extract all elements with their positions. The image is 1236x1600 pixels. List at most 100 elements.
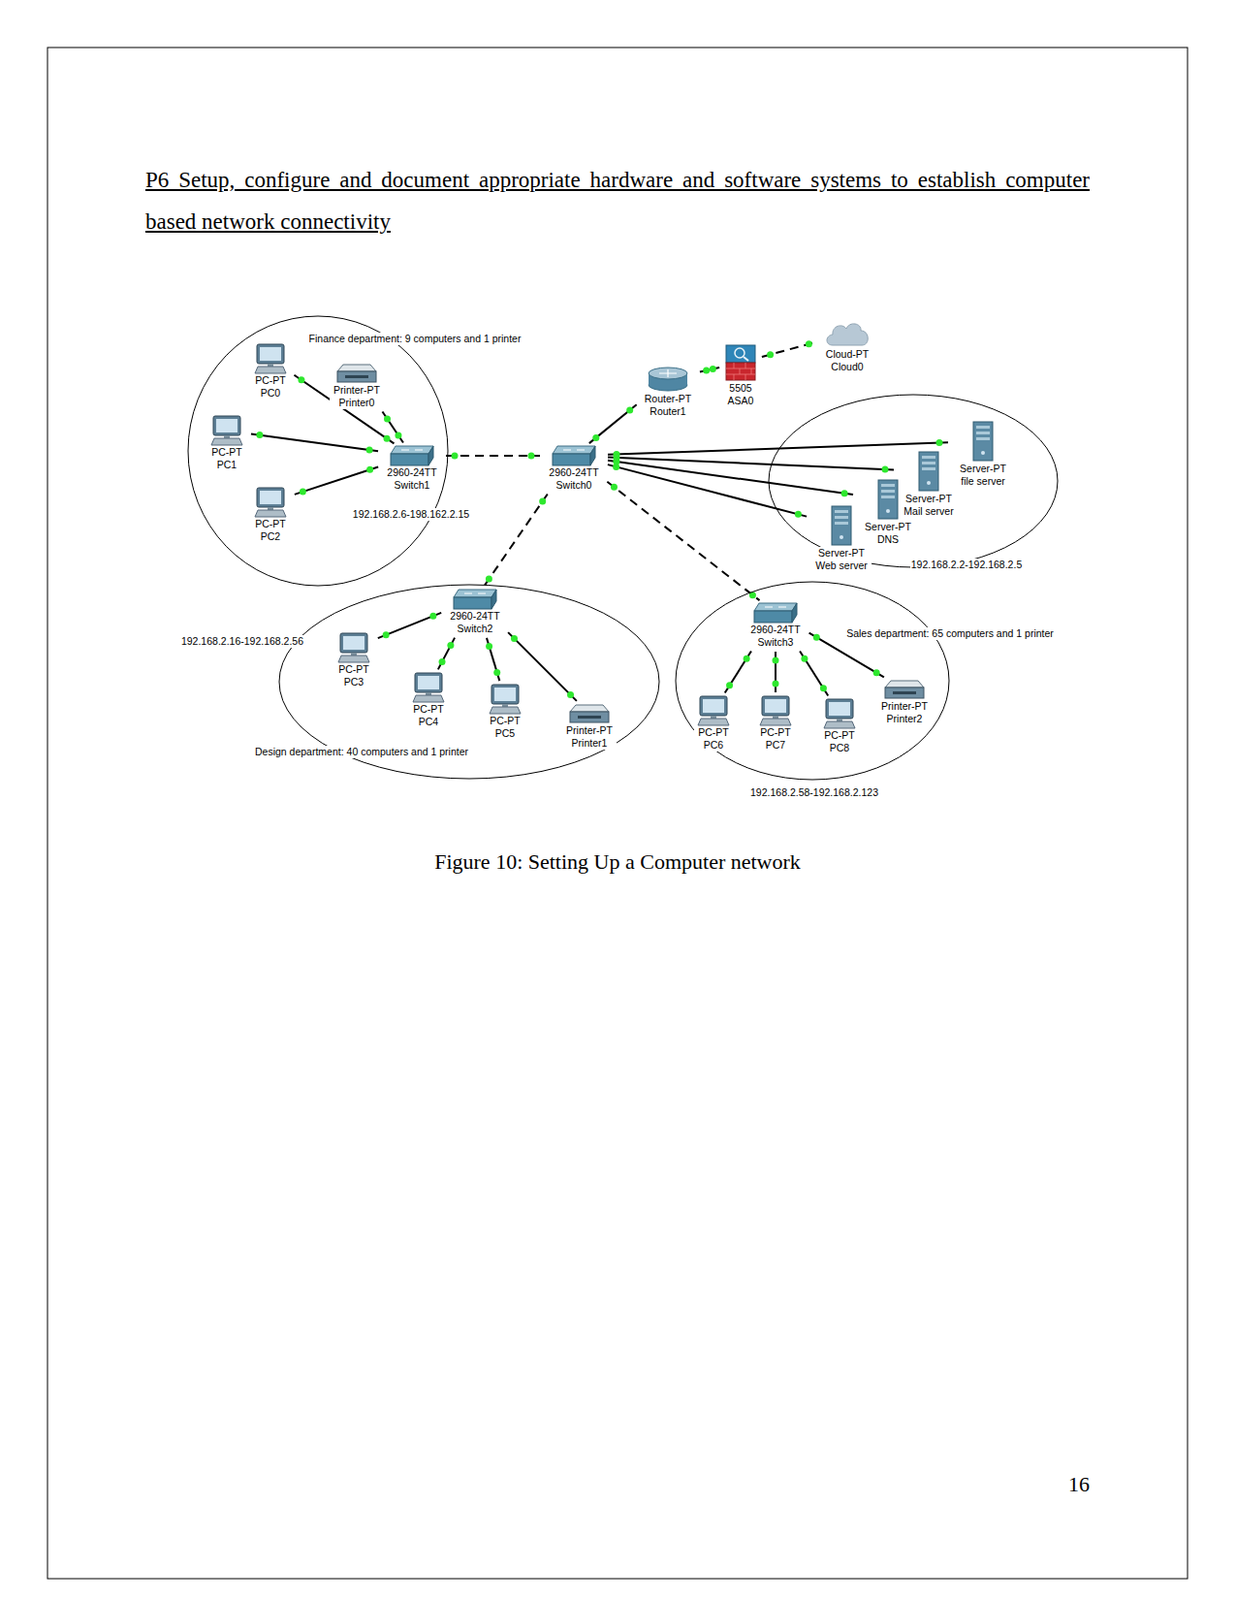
device-label: Server-PT file server <box>952 462 1014 488</box>
link-light <box>297 376 305 383</box>
pc-icon-part <box>494 687 516 701</box>
printer-icon <box>335 362 379 384</box>
server-icon-part <box>921 461 936 465</box>
printer-icon-part <box>892 691 917 695</box>
network-link <box>486 637 500 681</box>
server-icon-part <box>921 467 936 471</box>
device-node: PC-PT PC6 <box>692 695 735 752</box>
switch-icon-part <box>563 448 585 450</box>
link-light <box>800 655 808 663</box>
zone-ellipse <box>188 316 448 586</box>
server-icon-part <box>839 535 844 539</box>
device-node: 2960-24TT Switch2 <box>443 588 507 635</box>
router-icon-part <box>648 367 688 380</box>
pc-icon <box>210 414 244 446</box>
device-label: Cloud-PT Cloud0 <box>822 348 873 374</box>
switch-icon-part <box>754 602 797 611</box>
asa-icon-part <box>726 362 756 381</box>
device-label: 2960-24TT Switch1 <box>382 466 442 492</box>
server-icon-part <box>976 437 990 441</box>
page-number: 16 <box>1068 1471 1090 1497</box>
device-node: Cloud-PT Cloud0 <box>820 318 875 374</box>
link-light <box>841 489 849 497</box>
device-node: Server-PT Web server <box>809 504 874 572</box>
network-link <box>294 466 379 494</box>
link-light <box>299 488 307 496</box>
page-border <box>47 47 1188 1579</box>
server-icon-part <box>831 506 852 545</box>
link-light <box>383 414 391 422</box>
pc-icon-part <box>338 655 370 663</box>
link-light <box>493 668 501 676</box>
pc-icon-part <box>764 698 787 713</box>
pc-icon <box>253 343 287 375</box>
device-label: PC-PT PC3 <box>334 663 374 689</box>
zone-label: Finance department: 9 computers and 1 pr… <box>308 332 523 346</box>
device-node: PC-PT PC1 <box>205 414 249 472</box>
link-light <box>255 431 263 439</box>
link-light <box>610 483 618 491</box>
device-label: PC-PT PC2 <box>251 517 290 543</box>
device-label: PC-PT PC7 <box>756 726 795 752</box>
pc-icon-part <box>343 635 365 650</box>
device-label: 2960-24TT Switch2 <box>445 609 505 635</box>
link-light <box>383 435 391 443</box>
page-title: P6 Setup, configure and document appropr… <box>145 158 1090 243</box>
link-light <box>805 340 813 348</box>
pc-icon-part <box>216 418 238 433</box>
device-node: Router-PT Router1 <box>638 365 698 418</box>
device-label: PC-PT PC0 <box>251 374 290 400</box>
device-label: PC-PT PC5 <box>485 714 525 740</box>
printer-icon-part <box>885 687 924 698</box>
device-label: PC-PT PC6 <box>694 726 733 752</box>
link-light <box>766 350 774 358</box>
device-label: Server-PT Web server <box>811 546 872 572</box>
network-link <box>725 651 752 694</box>
server-icon <box>829 504 854 547</box>
pc-icon-part <box>256 344 285 364</box>
device-node: Printer-PT Printer0 <box>327 362 386 410</box>
server-icon-part <box>976 431 990 435</box>
device-node: PC-PT PC5 <box>483 683 527 740</box>
device-node: Printer-PT Printer2 <box>875 678 934 726</box>
link-light <box>873 668 881 676</box>
server-icon-part <box>973 421 993 461</box>
device-label: 5505 ASA0 <box>724 381 758 408</box>
server-icon <box>917 449 941 493</box>
link-light <box>366 466 374 474</box>
link-light <box>709 365 717 373</box>
network-link <box>607 460 854 495</box>
printer-icon-part <box>337 371 377 382</box>
switch-icon-part <box>590 445 596 466</box>
link-light <box>592 434 600 442</box>
department-zone: Finance department: 9 computers and 1 pr… <box>187 315 449 587</box>
zone-label: 192.168.2.6-198.162.2.15 <box>351 507 471 521</box>
link-light <box>451 452 459 460</box>
server-icon <box>971 419 995 463</box>
link-light <box>446 641 454 649</box>
switch-icon-part <box>464 592 486 594</box>
device-node: 2960-24TT Switch3 <box>744 602 807 649</box>
network-link <box>445 454 540 457</box>
asa-icon-part <box>734 348 745 358</box>
link-light <box>366 446 374 454</box>
server-icon-part <box>886 508 890 513</box>
printer-icon-part <box>345 375 369 379</box>
printer-icon-part <box>337 364 377 372</box>
server-icon-part <box>921 455 936 459</box>
department-zone: Sales department: 65 computers and 1 pri… <box>674 580 951 781</box>
link-light <box>382 631 390 638</box>
server-icon-part <box>981 450 985 455</box>
pc-icon-part <box>256 487 285 508</box>
pc-icon <box>253 486 287 518</box>
pc-icon-part <box>414 672 443 693</box>
pc-icon <box>697 695 730 727</box>
device-label: 2960-24TT Switch3 <box>746 623 805 649</box>
pc-icon-part <box>417 675 440 690</box>
link-light <box>612 463 620 471</box>
department-zone: 192.168.2.16-192.168.2.56Design departme… <box>278 583 661 780</box>
zone-ellipse <box>768 394 1058 568</box>
